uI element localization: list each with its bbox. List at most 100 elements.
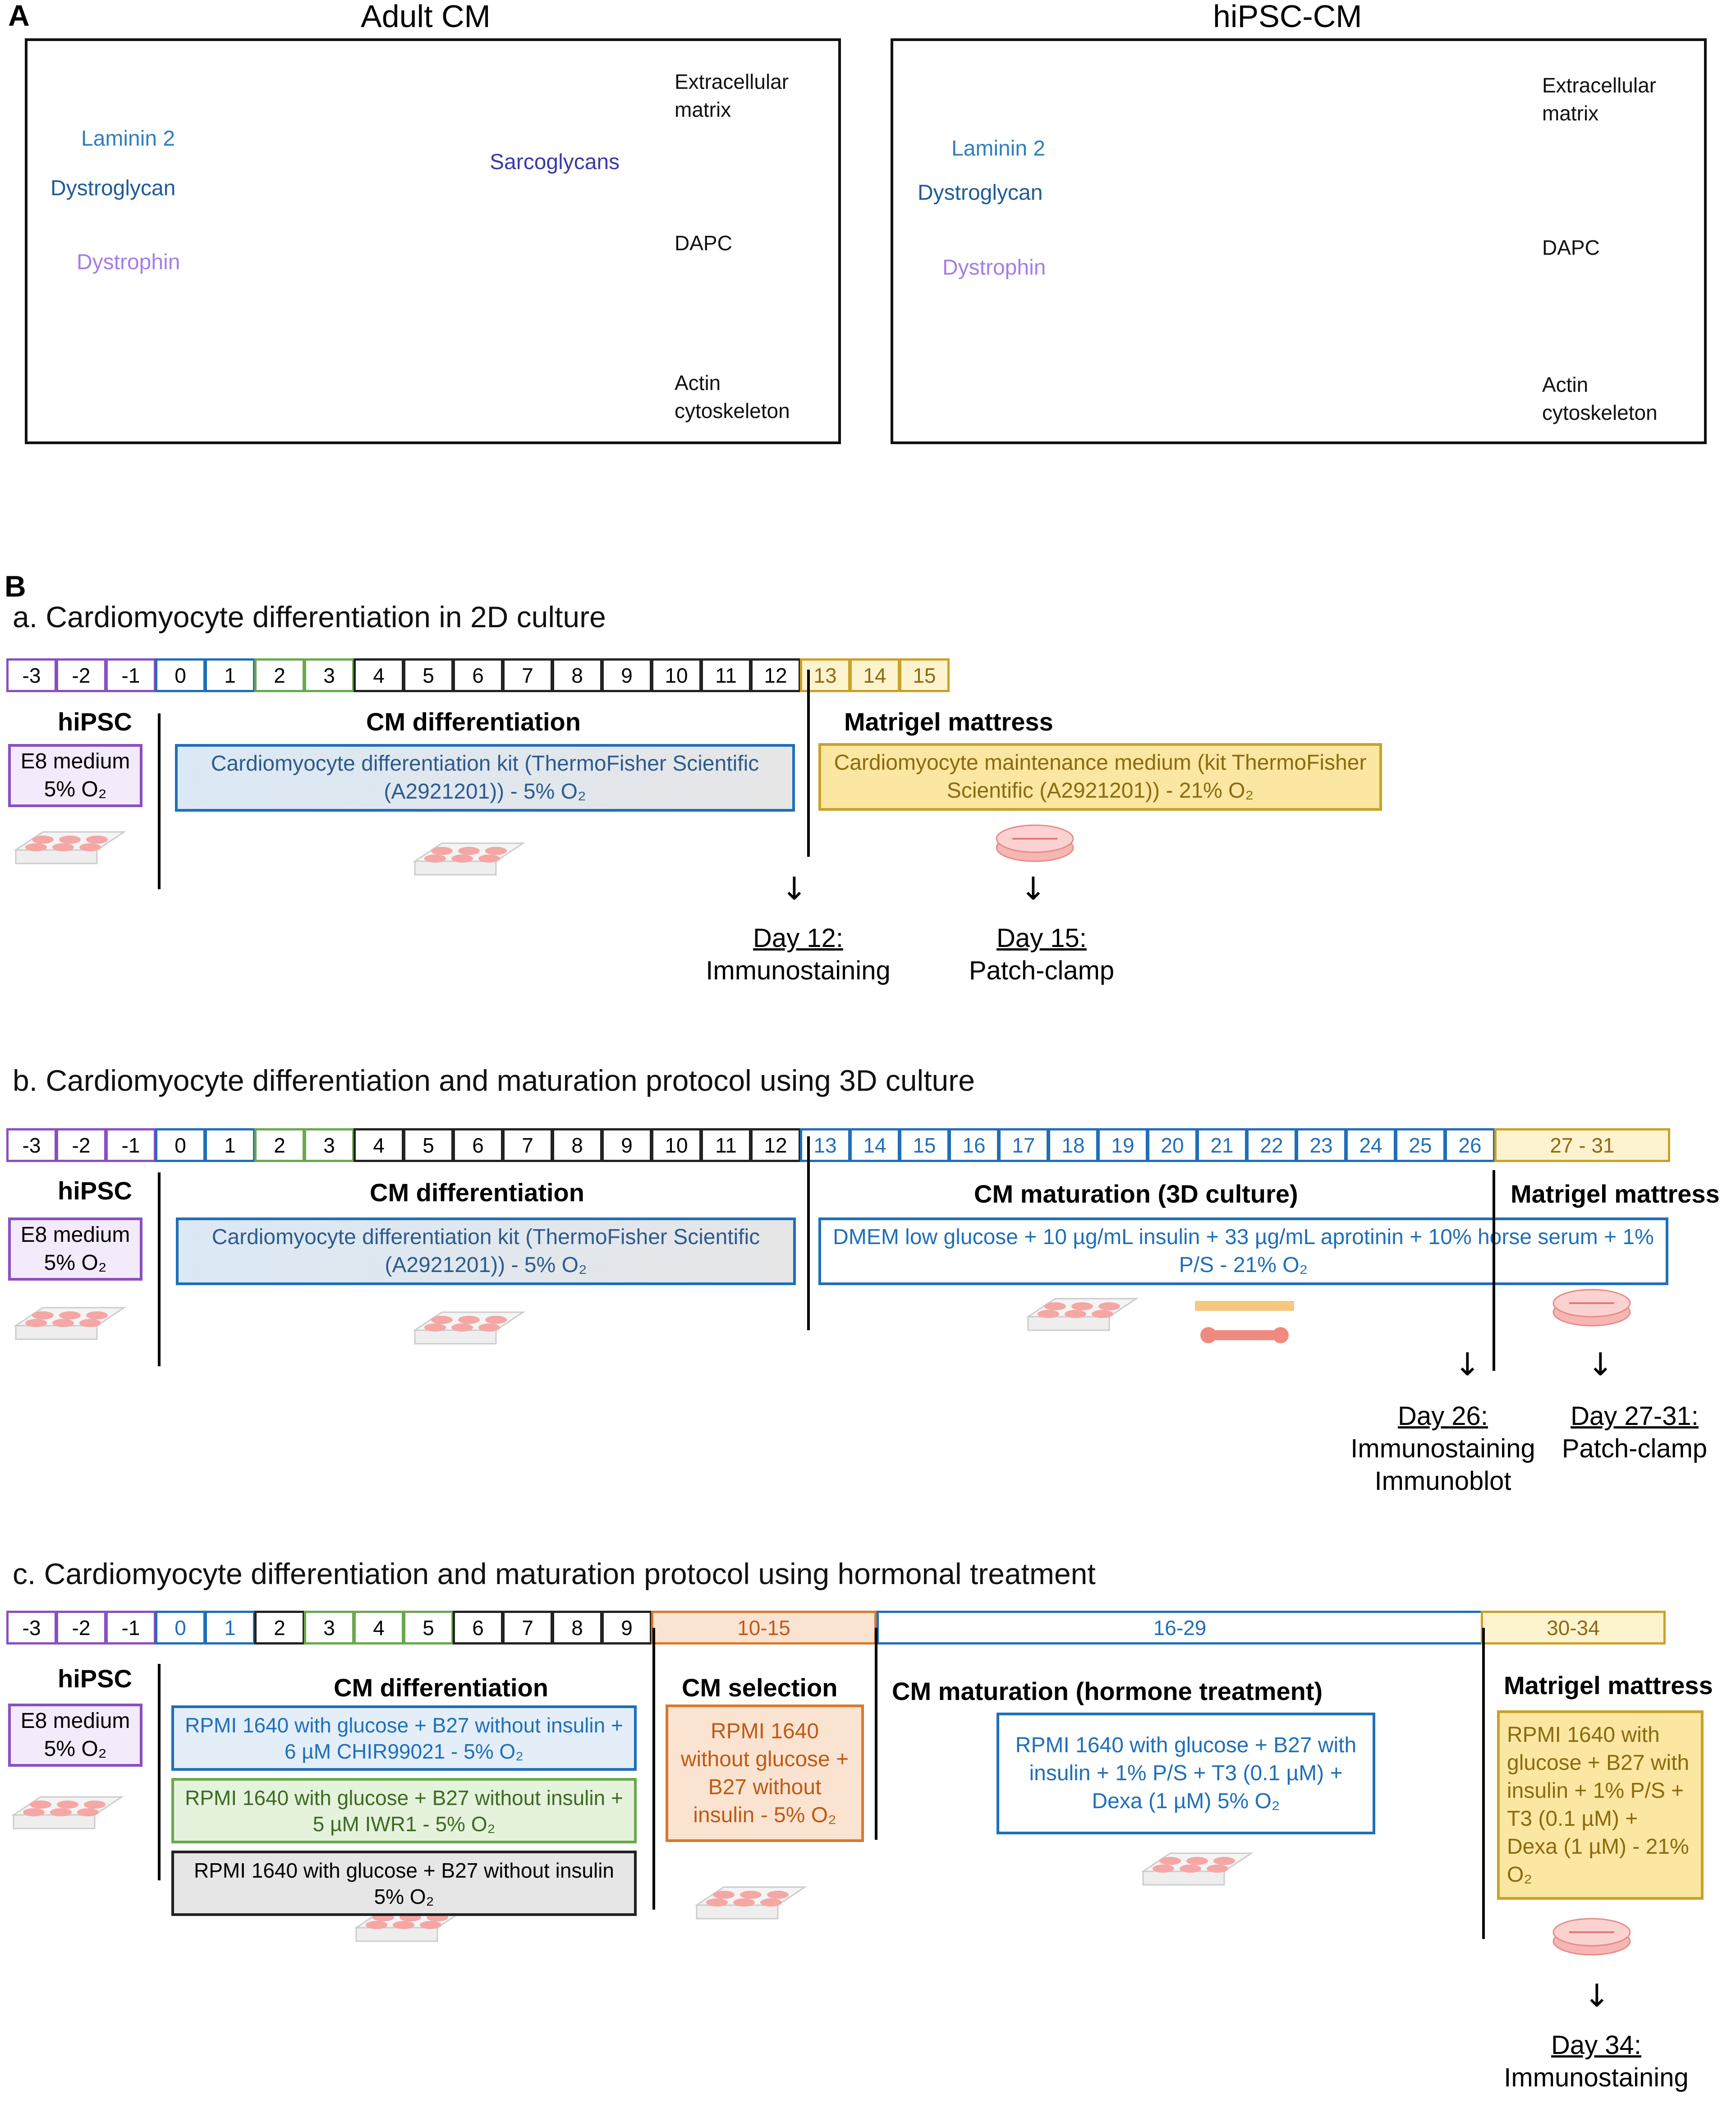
b-plate-icon-1-well [25,1319,47,1327]
b-section-cm-maturation: CM maturation (3D culture) [974,1180,1298,1208]
a-box-maintenance-medium: Cardiomyocyte maintenance medium (kit Th… [818,743,1382,811]
c-divider-4 [1482,1628,1485,1939]
c-note-day34-assay: Immunostaining [1504,2063,1689,2092]
c-day-cell: 7 [502,1611,553,1645]
c-plate-icon-2 [355,1927,438,1942]
b-plate-icon-1 [15,1325,98,1340]
c-day-cell: 30-34 [1481,1611,1666,1645]
a-note-day15-date: Day 15: [997,923,1087,953]
a-day-cell: 2 [254,658,305,692]
hipsc-dystrophin-label: Dystrophin [942,256,1046,280]
b-day-cell: 25 [1395,1128,1446,1162]
c-day-cell: 9 [602,1611,652,1645]
c-section-cm-differentiation: CM differentiation [334,1673,548,1702]
b-day-cell: 1 [205,1128,255,1162]
b-day-cell: 14 [850,1128,900,1162]
c-section-cm-maturation: CM maturation (hormone treatment) [892,1677,1323,1705]
c-box-no-insulin: RPMI 1640 with glucose + B27 without ins… [171,1851,637,1916]
b-note-day27-31-assay: Patch-clamp [1561,1434,1708,1463]
c-box-iwr1: RPMI 1640 with glucose + B27 without ins… [171,1778,637,1843]
a-section-matrigel-mattress: Matrigel mattress [844,707,1053,736]
protocol-c-title: c. Cardiomyocyte differentiation and mat… [13,1557,1096,1590]
b-note-day26-date: Day 26: [1398,1401,1488,1431]
b-section-matrigel-mattress: Matrigel mattress [1511,1180,1720,1208]
b-day-cell: 0 [155,1128,206,1162]
c-section-cm-selection: CM selection [682,1673,838,1702]
a-plate-icon-2-well [478,854,500,863]
b-3d-plate-icon-well [1098,1302,1120,1310]
b-day-cell: -2 [56,1128,106,1162]
a-section-cm-differentiation: CM differentiation [366,707,581,736]
c-arrow-day34: ↓ [1584,1977,1610,2014]
a-plate-icon-2-well [424,854,446,863]
c-plate-icon-4-well [1159,1857,1181,1865]
c-day-cell: 10-15 [651,1611,877,1645]
c-plate-icon-4-well [1153,1865,1174,1873]
a-day-cell: 14 [850,658,900,692]
c-box-e8-medium: E8 medium 5% O₂ [8,1704,142,1767]
b-plate-icon-1-well [32,1311,54,1319]
c-divider-1 [158,1664,161,1880]
b-day-cell: 26 [1445,1128,1495,1162]
c-day-cell: 3 [304,1611,354,1645]
c-plate-icon-4-well [1180,1865,1201,1873]
a-plate-icon-2-well [485,847,507,855]
b-note-day26-assay-1: Immunostaining [1350,1434,1535,1463]
hipsc-laminin-label: Laminin 2 [951,137,1046,161]
a-day-cell: 0 [155,658,206,692]
a-day-cell: 10 [651,658,702,692]
b-3d-plate-icon-well [1065,1310,1086,1318]
c-day-cell: 0 [155,1611,206,1645]
b-divider-3 [1493,1170,1495,1371]
b-day-cell: 12 [750,1128,801,1162]
c-note-day34: Day 34: Immunostaining [1483,2029,1709,2094]
a-plate-icon-2-well [451,854,473,863]
a-day-cell: -1 [106,658,156,692]
b-plate-icon-1-well [59,1311,81,1319]
a-box-differentiation-kit: Cardiomyocyte differentiation kit (Therm… [175,744,795,812]
c-day-cell: 4 [354,1611,404,1645]
hipsc-cm-title: hiPSC-CM [1213,0,1362,34]
a-day-cell: 5 [403,658,454,692]
b-box-3d-maturation-medium: DMEM low glucose + 10 µg/mL insulin + 33… [818,1217,1668,1285]
b-3d-plate-icon-well [1092,1310,1113,1318]
c-day-cell: 5 [403,1611,454,1645]
c-day-cell: 16-29 [877,1611,1483,1645]
c-plate-icon-2-well [366,1921,387,1929]
c-plate-icon-3-well [713,1891,735,1899]
adult-dapc-label: DAPC [675,231,732,255]
b-day-cell: 23 [1296,1128,1346,1162]
a-arrow-day15: ↓ [1020,870,1047,907]
c-divider-2 [652,1628,655,1910]
b-tissue-strip-icon [1208,1330,1281,1340]
a-plate-icon-1-well [52,843,74,851]
a-plate-icon-2-well [458,847,480,855]
b-section-cm-differentiation: CM differentiation [370,1178,584,1207]
b-plate-icon-2-well [451,1323,473,1332]
hipsc-dapc-label: DAPC [1542,236,1600,259]
hipsc-ecm-label: Extracellular matrix [1542,74,1657,125]
b-3d-plate-icon [1027,1316,1110,1331]
b-day-cell: 11 [701,1128,751,1162]
adult-dystroglycan-label: Dystroglycan [51,176,176,200]
b-day-cell: 18 [1048,1128,1098,1162]
a-day-cell: 1 [205,658,255,692]
c-note-day34-date: Day 34: [1551,2030,1641,2060]
b-day-cell: 15 [899,1128,950,1162]
c-box-selection-medium: RPMI 1640 without glucose + B27 without … [666,1704,864,1842]
b-box-differentiation-kit: Cardiomyocyte differentiation kit (Therm… [176,1217,796,1285]
a-plate-icon-1 [15,849,98,864]
b-tissue-rack-icon [1195,1301,1294,1311]
b-arrow-day26: ↓ [1454,1346,1481,1383]
adult-ecm-label: Extracellular matrix [675,70,789,121]
c-plate-icon-1-well [77,1808,99,1816]
c-plate-icon-2-well [420,1921,441,1929]
b-day-cell: 22 [1246,1128,1297,1162]
a-note-day12-assay: Immunostaining [706,956,891,985]
b-plate-icon-2-well [431,1316,453,1324]
b-day-cell: 16 [949,1128,999,1162]
b-day-cell: 5 [403,1128,454,1162]
a-plate-icon-1-well [79,843,101,851]
b-section-hipsc: hiPSC [58,1176,132,1205]
hipsc-actin-label: Actin cytoskeleton [1542,373,1658,424]
